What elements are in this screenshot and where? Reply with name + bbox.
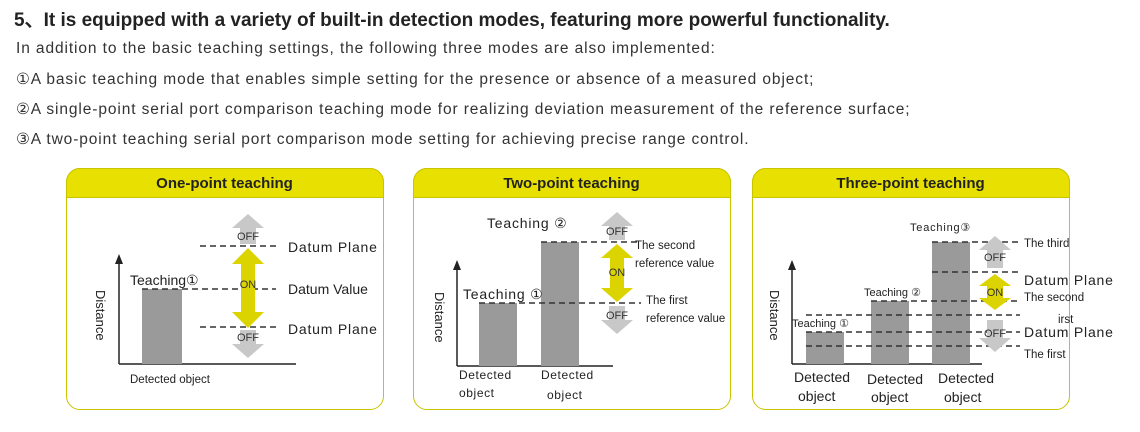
teaching-3-label: Teaching③	[910, 222, 971, 234]
datum-plane-bottom: Datum Plane	[1024, 324, 1114, 340]
axis-label: Distance	[432, 292, 447, 343]
on-label: ON	[609, 267, 626, 279]
detected-1-line2: object	[459, 386, 495, 400]
detected-2-line1: Detected	[541, 368, 594, 382]
panel-tab: Two-point teaching	[412, 167, 731, 198]
axis-label: Distance	[767, 290, 782, 341]
detected-3-line1: Detected	[938, 370, 994, 386]
detected-1-line1: Detected	[459, 368, 512, 382]
mode-item-2: ②A single-point serial port comparison t…	[16, 101, 911, 118]
detected-2-line2: object	[871, 389, 908, 405]
datum-plane-top: Datum Plane	[288, 239, 378, 255]
panel-title: Three-point teaching	[836, 174, 985, 192]
intro-text: In addition to the basic teaching settin…	[16, 40, 716, 57]
datum-value: Datum Value	[288, 281, 368, 297]
section-heading: 5、It is equipped with a variety of built…	[14, 10, 890, 31]
on-double-arrow-icon	[232, 248, 264, 328]
panel-tab: One-point teaching	[65, 167, 384, 198]
teaching-2-label: Teaching ②	[864, 287, 921, 299]
diagram-two-point: Distance Teaching ① Teaching ② OFF ON OF…	[432, 212, 725, 402]
teaching-label: Teaching①	[130, 272, 199, 288]
off-arrow-down-icon	[232, 330, 264, 358]
the-third-label: The third	[1024, 238, 1069, 250]
first-ref-line2: reference value	[646, 313, 725, 325]
on-double-arrow-icon	[979, 274, 1011, 310]
first-fragment: irst	[1058, 314, 1074, 326]
off-label: OFF	[237, 332, 259, 344]
datum-plane-top: Datum Plane	[1024, 272, 1114, 288]
off-label: OFF	[984, 252, 1006, 264]
teaching-1-label: Teaching ①	[792, 318, 849, 330]
panel-title: One-point teaching	[156, 174, 293, 192]
diagram-three-point: Distance Teaching ① Teaching ② Teaching③…	[767, 222, 1114, 405]
the-first-label: The first	[1024, 349, 1066, 361]
detected-2-line1: Detected	[867, 371, 923, 387]
off-arrow-up-icon	[232, 214, 264, 244]
first-ref-line1: The first	[646, 295, 688, 307]
detected-object-bar-1	[479, 303, 517, 366]
on-label: ON	[240, 279, 257, 291]
detected-1-line2: object	[798, 388, 835, 404]
datum-plane-bottom: Datum Plane	[288, 321, 378, 337]
axis-label: Distance	[93, 290, 108, 341]
second-ref-line1: The second	[635, 240, 695, 252]
panel-tab: Three-point teaching	[751, 167, 1070, 198]
second-ref-line2: reference value	[635, 258, 714, 270]
detected-object-bar	[142, 289, 182, 364]
axis-arrow-icon	[453, 260, 461, 270]
detected-object-bar-3	[932, 242, 970, 364]
diagram-one-point: Distance Teaching① OFF ON OFF Datum Plan…	[93, 214, 378, 386]
panel-title: Two-point teaching	[503, 174, 640, 192]
off-arrow-down-icon	[979, 320, 1011, 352]
off-arrow-up-icon	[979, 236, 1011, 268]
axis-arrow-icon	[115, 254, 123, 264]
detected-object-bar-2	[541, 242, 579, 366]
the-second-label: The second	[1024, 292, 1084, 304]
axis-arrow-icon	[788, 260, 796, 270]
detected-2-line2: object	[547, 388, 583, 402]
off-label: OFF	[237, 231, 259, 243]
mode-item-3: ③A two-point teaching serial port compar…	[16, 131, 750, 148]
detected-3-line2: object	[944, 389, 981, 405]
on-double-arrow-icon	[601, 244, 633, 302]
on-label: ON	[987, 287, 1004, 299]
detected-object-bar-1	[806, 332, 844, 364]
teaching-1-label: Teaching ①	[463, 286, 543, 302]
off-label: OFF	[606, 226, 628, 238]
off-arrow-up-icon	[601, 212, 633, 240]
panel-three-point: Three-point teaching	[751, 167, 1070, 410]
off-label: OFF	[984, 328, 1006, 340]
detected-1-line1: Detected	[794, 369, 850, 385]
teaching-2-label: Teaching ②	[487, 215, 567, 231]
mode-item-1: ①A basic teaching mode that enables simp…	[16, 71, 815, 88]
off-label: OFF	[606, 310, 628, 322]
off-arrow-down-icon	[601, 306, 633, 334]
detected-object-label: Detected object	[130, 374, 211, 386]
